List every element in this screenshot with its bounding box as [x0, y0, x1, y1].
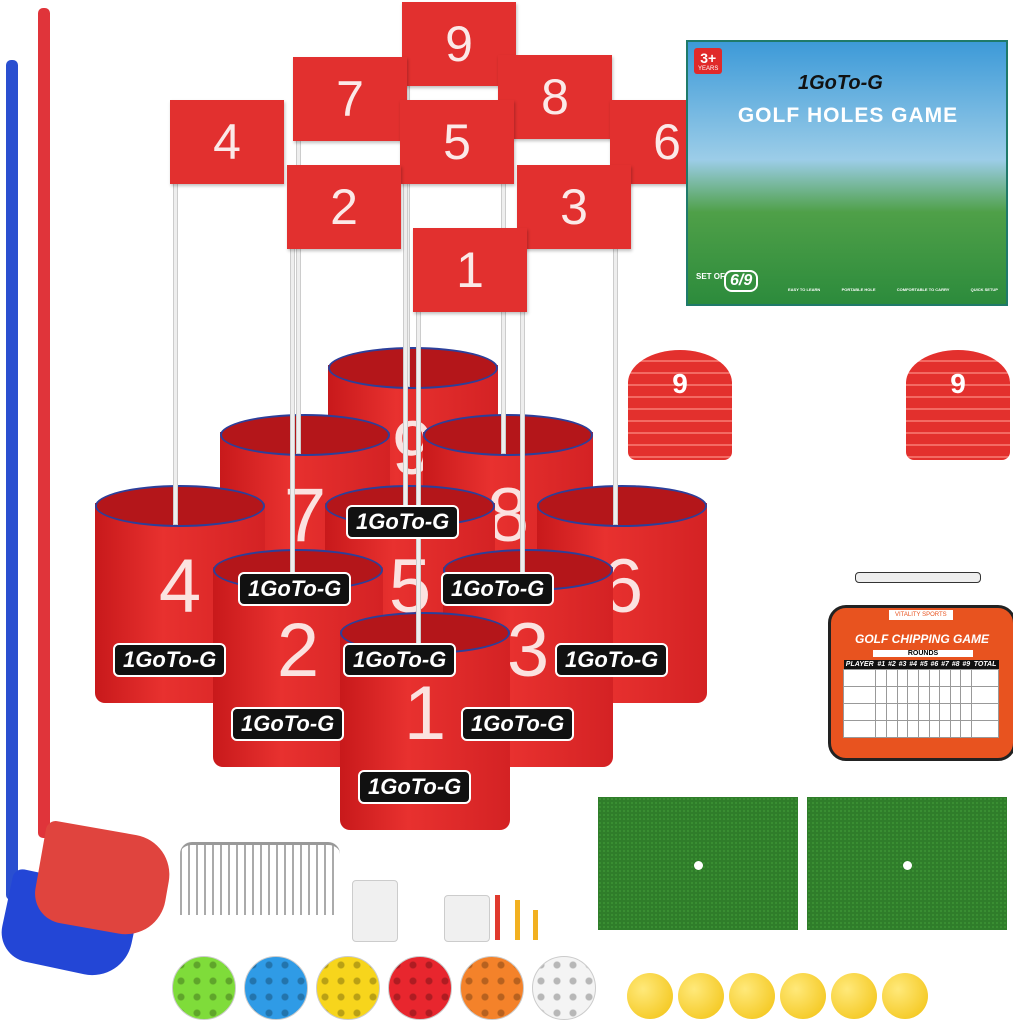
cone-number: 9 — [950, 368, 966, 399]
score-column-header: #7 — [939, 660, 951, 670]
set-value: 6/9 — [724, 270, 759, 292]
flag-8: 8 — [498, 55, 612, 139]
box-brand: 1GoTo-G — [798, 72, 883, 94]
scorecard-title: GOLF CHIPPING GAME — [854, 632, 989, 646]
foam-golf-ball — [831, 973, 877, 1019]
blue-golf-club — [6, 60, 18, 900]
score-column-header: #6 — [929, 660, 940, 670]
score-column-header: PLAYER — [843, 660, 876, 670]
flag-4: 4 — [170, 100, 284, 184]
golf-tee — [495, 895, 500, 940]
scorecard-maker: VITALITY SPORTS — [889, 610, 953, 620]
age-unit: YEARS — [698, 66, 719, 72]
bucket-logo: 1GoTo-G — [441, 572, 555, 606]
flag-9: 9 — [402, 2, 516, 86]
cone-stack-right: 9 — [906, 350, 1010, 460]
golf-tee — [515, 900, 520, 940]
foam-golf-ball — [627, 973, 673, 1019]
cone-number: 9 — [672, 368, 688, 399]
foam-golf-ball — [780, 973, 826, 1019]
ground-stakes — [180, 842, 340, 915]
flag-2: 2 — [287, 165, 401, 249]
score-row — [842, 669, 999, 687]
cone-stack-left: 9 — [628, 350, 732, 460]
box-feature: PORTABLE HOLE — [841, 287, 876, 292]
bucket-logo: 1GoTo-G — [555, 643, 669, 677]
bucket-logo: 1GoTo-G — [113, 643, 227, 677]
score-column-header: #9 — [960, 660, 972, 670]
score-row — [842, 720, 999, 738]
bucket-logo: 1GoTo-G — [343, 643, 457, 677]
practice-ball — [244, 956, 308, 1020]
rubber-tee — [352, 880, 398, 942]
practice-ball — [532, 956, 596, 1020]
score-row — [842, 703, 999, 721]
score-column-header: #8 — [950, 660, 961, 670]
product-box: 3+YEARS 1GoTo-G GOLF HOLES GAME SET OF 6… — [686, 40, 1008, 306]
bucket-logo: 1GoTo-G — [238, 572, 352, 606]
box-feature: EASY TO LEARN — [788, 287, 821, 292]
foam-golf-ball — [729, 973, 775, 1019]
bucket-number: 4 — [158, 544, 202, 629]
practice-ball — [388, 956, 452, 1020]
score-column-header: #5 — [918, 660, 930, 670]
score-column-header: #1 — [875, 660, 887, 670]
bucket-logo: 1GoTo-G — [346, 505, 460, 539]
marker-pen — [855, 572, 981, 583]
box-feature: COMFORTABLE TO CARRY — [896, 287, 950, 292]
foam-golf-ball — [882, 973, 928, 1019]
bucket-number: 1 — [403, 671, 447, 756]
rubber-tee — [444, 895, 490, 942]
bucket-logo: 1GoTo-G — [461, 707, 575, 741]
score-column-header: #4 — [907, 660, 919, 670]
box-title: GOLF HOLES GAME — [737, 104, 959, 127]
foam-golf-ball — [678, 973, 724, 1019]
practice-ball — [172, 956, 236, 1020]
score-column-header: #2 — [886, 660, 898, 670]
hitting-mat — [807, 797, 1007, 930]
practice-ball — [460, 956, 524, 1020]
flag-7: 7 — [293, 57, 407, 141]
rounds-label: ROUNDS — [873, 650, 973, 657]
set-label: SET OF — [696, 272, 725, 281]
score-column-header: #3 — [897, 660, 908, 670]
bucket-logo: 1GoTo-G — [358, 770, 472, 804]
flag-3: 3 — [517, 165, 631, 249]
scorecard: VITALITY SPORTS GOLF CHIPPING GAME ROUND… — [828, 605, 1013, 761]
bucket-number: 2 — [276, 608, 320, 693]
practice-ball — [316, 956, 380, 1020]
score-row — [842, 686, 999, 704]
bucket-number: 3 — [506, 608, 550, 693]
age-badge: 3+ — [700, 50, 717, 66]
hitting-mat — [598, 797, 798, 930]
flag-5: 5 — [400, 100, 514, 184]
flag-1: 1 — [413, 228, 527, 312]
red-golf-club — [38, 8, 50, 838]
bucket-logo: 1GoTo-G — [231, 707, 345, 741]
score-column-header: TOTAL — [971, 660, 999, 670]
box-feature: QUICK SETUP — [970, 287, 998, 292]
golf-tee — [533, 910, 538, 940]
